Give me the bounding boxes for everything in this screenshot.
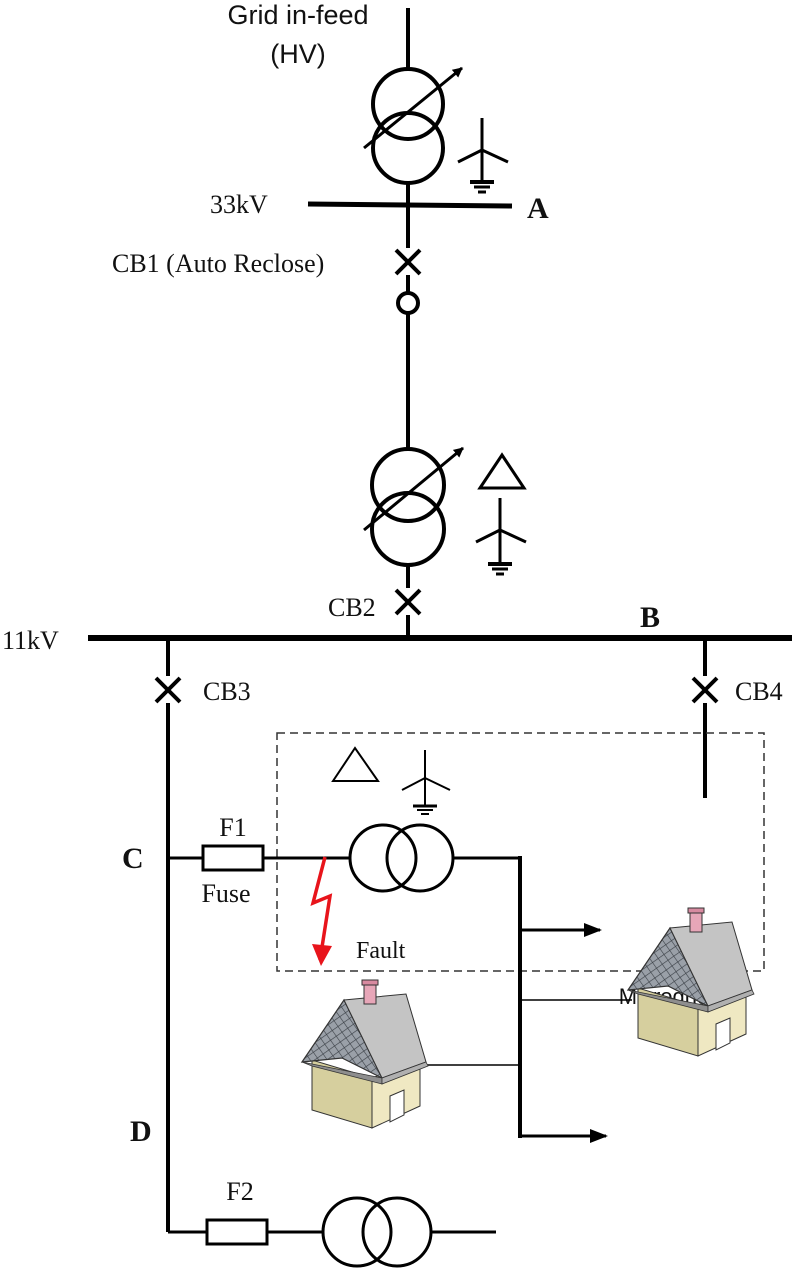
solar-house-icon xyxy=(301,979,429,1129)
cb1-label: CB1 (Auto Reclose) xyxy=(112,249,324,278)
v11-label: 11kV xyxy=(2,626,59,655)
transformer-icon xyxy=(321,1196,433,1268)
node-a-label: A xyxy=(527,192,549,225)
fuse-label: Fuse xyxy=(201,879,250,908)
hv-label: (HV) xyxy=(270,39,326,69)
f1-label: F1 xyxy=(219,813,246,842)
solar-house-icon xyxy=(627,907,755,1057)
f2-label: F2 xyxy=(226,1177,253,1206)
node-d-label: D xyxy=(130,1115,152,1148)
fault-label: Fault xyxy=(356,938,406,964)
grounded-star-icon xyxy=(475,498,527,576)
cb4-label: CB4 xyxy=(735,677,783,706)
busbar-a xyxy=(307,201,513,209)
fuse-icon xyxy=(205,1218,269,1246)
circuit-breaker-icon xyxy=(394,588,422,616)
recloser-ring-icon xyxy=(396,291,420,315)
variable-transformer-icon xyxy=(363,446,464,567)
circuit-breaker-icon xyxy=(691,676,719,704)
delta-icon xyxy=(331,746,380,782)
transformer-icon xyxy=(348,823,455,893)
delta-icon xyxy=(477,452,527,490)
lightning-fault-icon xyxy=(310,856,333,966)
grid-infeed-label: Grid in-feed xyxy=(227,0,368,30)
variable-transformer-icon xyxy=(363,66,463,185)
grounded-star-icon xyxy=(457,118,509,194)
cb2-label: CB2 xyxy=(328,593,376,622)
node-c-label: C xyxy=(122,842,144,875)
grounded-star-icon xyxy=(401,750,451,815)
v33-label: 33kV xyxy=(210,190,268,219)
circuit-breaker-icon xyxy=(394,248,422,276)
node-b-label: B xyxy=(640,601,660,634)
fuse-icon xyxy=(201,844,265,872)
circuit-breaker-icon xyxy=(154,676,182,704)
cb3-label: CB3 xyxy=(203,677,251,706)
